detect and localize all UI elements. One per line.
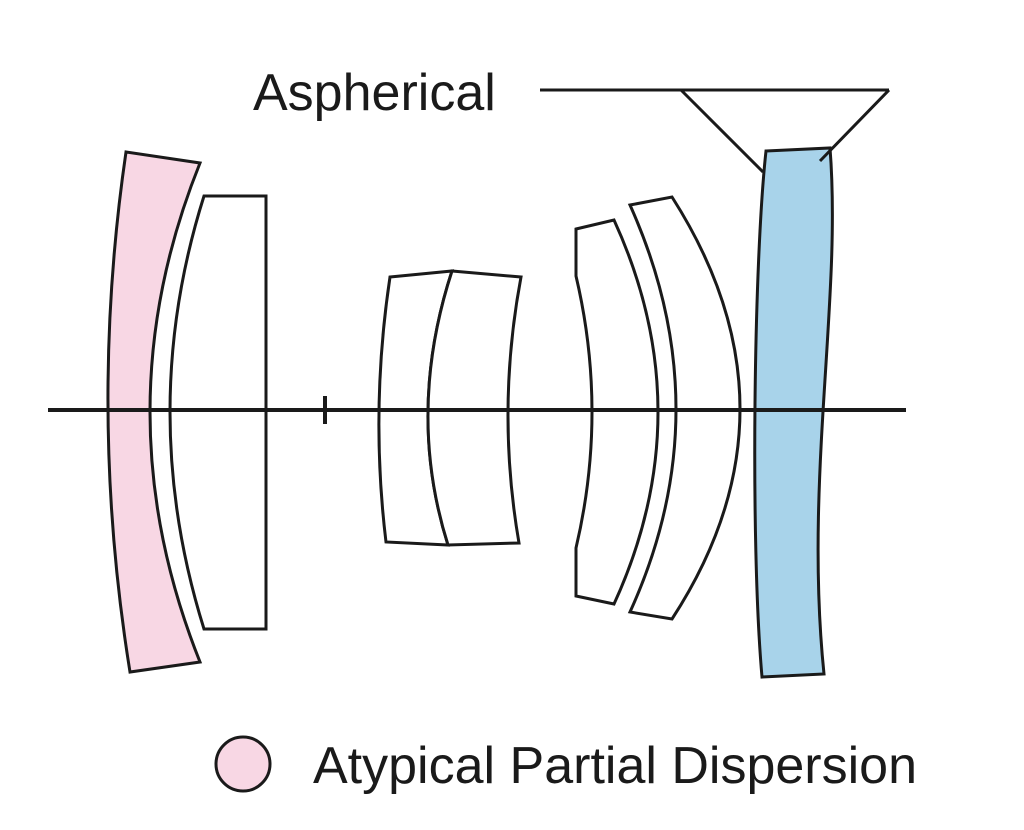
aspherical-pointer-left-edge	[679, 88, 765, 174]
diagram-stroke-group	[48, 88, 906, 793]
atypical-partial-dispersion-swatch	[214, 735, 272, 793]
lens-element-atypical-partial-dispersion	[106, 150, 203, 674]
lens-element-2	[168, 194, 268, 631]
lens-element-aspherical	[753, 146, 834, 679]
aspherical-pointer-right-edge	[818, 88, 891, 163]
aspherical-label: Aspherical	[253, 64, 496, 122]
legend-label: Atypical Partial Dispersion	[313, 737, 917, 795]
